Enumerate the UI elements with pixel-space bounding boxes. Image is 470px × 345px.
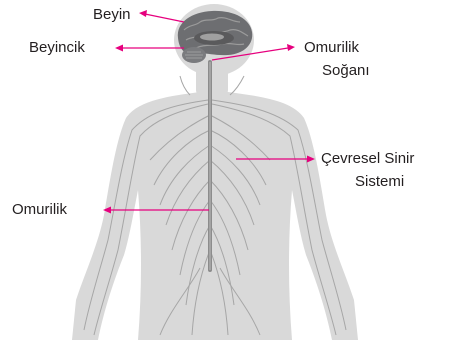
label-spinal-cord: Omurilik [12,201,67,219]
label-peripheral-line1: Çevresel Sinir [321,150,414,168]
brain-arrow [139,10,184,22]
label-medulla-line1: Omurilik [304,39,359,57]
label-brain: Beyin [93,6,131,24]
label-medulla-line2: Soğanı [322,62,370,80]
cerebellum [182,47,206,63]
label-peripheral-line2: Sistemi [355,173,404,191]
cerebellum-arrow [115,45,184,52]
label-cerebellum: Beyincik [29,39,85,57]
